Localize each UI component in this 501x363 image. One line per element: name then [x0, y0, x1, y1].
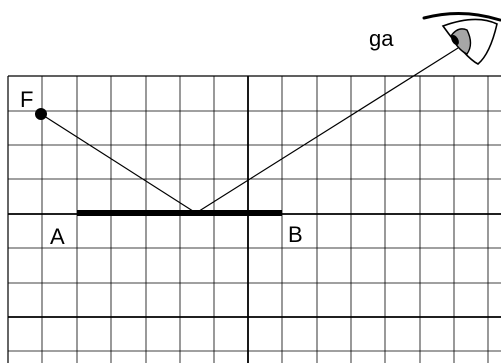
label-eye: ga: [369, 26, 394, 51]
incident-ray: [40, 113, 197, 214]
label-point-f: F: [20, 87, 34, 112]
grid: [7, 75, 501, 363]
point-f-dot: [35, 108, 47, 120]
reflected-ray: [195, 47, 459, 214]
label-point-a: A: [50, 224, 65, 249]
eye-icon: [422, 11, 501, 65]
label-point-b: B: [288, 222, 303, 247]
